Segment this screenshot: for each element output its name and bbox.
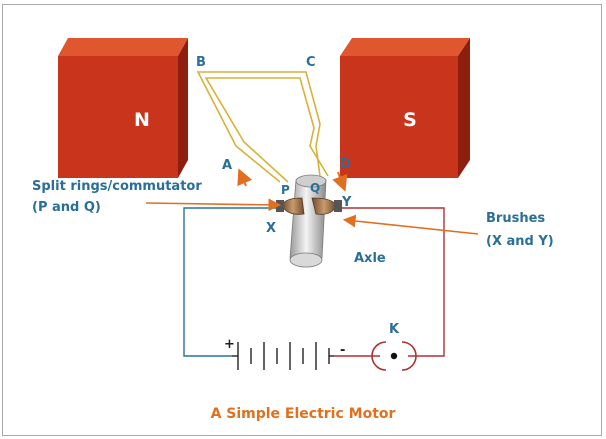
axle-label: Axle [354,251,386,266]
north-magnet-top [58,38,188,56]
battery-icon [232,342,334,370]
brushes-label-line1: Brushes [486,211,545,226]
battery-minus-label: - [340,343,345,358]
split-rings-label-line1: Split rings/commutator [32,179,202,194]
current-arrow-icon [237,168,253,187]
axle [289,174,327,268]
brush-x-block [276,200,284,212]
south-magnet-side [458,38,470,178]
south-pole-label: S [403,109,417,131]
north-magnet: N [58,38,188,178]
brush-label-y: Y [341,195,352,210]
north-magnet-front [58,56,178,178]
south-magnet-front [340,56,458,178]
brushes-label-line2: (X and Y) [486,234,554,249]
north-magnet-side [178,38,188,178]
north-pole-label: N [134,109,150,131]
brush-label-x: X [266,221,276,236]
split-rings-label-line2: (P and Q) [32,200,101,215]
coil-point-c: C [306,55,316,70]
ring-label-q: Q [310,181,320,195]
split-rings-pointer [145,198,282,212]
brush-y-block [334,200,342,212]
south-magnet-top [340,38,470,56]
south-magnet: S [340,38,470,178]
left-circuit-wire [183,207,276,357]
coil-point-a: A [222,158,232,173]
diagram-title: A Simple Electric Motor [211,406,396,422]
switch-icon [371,341,417,371]
armature-coil [196,71,329,183]
right-circuit-wire [342,207,445,357]
battery-plus-label: + [224,337,235,352]
current-arrow-icon [332,171,348,192]
ring-label-p: P [281,183,290,197]
coil-point-b: B [196,55,206,70]
brushes-pointer [342,214,479,235]
coil-point-d: D [340,157,351,172]
switch-label: K [389,322,400,337]
